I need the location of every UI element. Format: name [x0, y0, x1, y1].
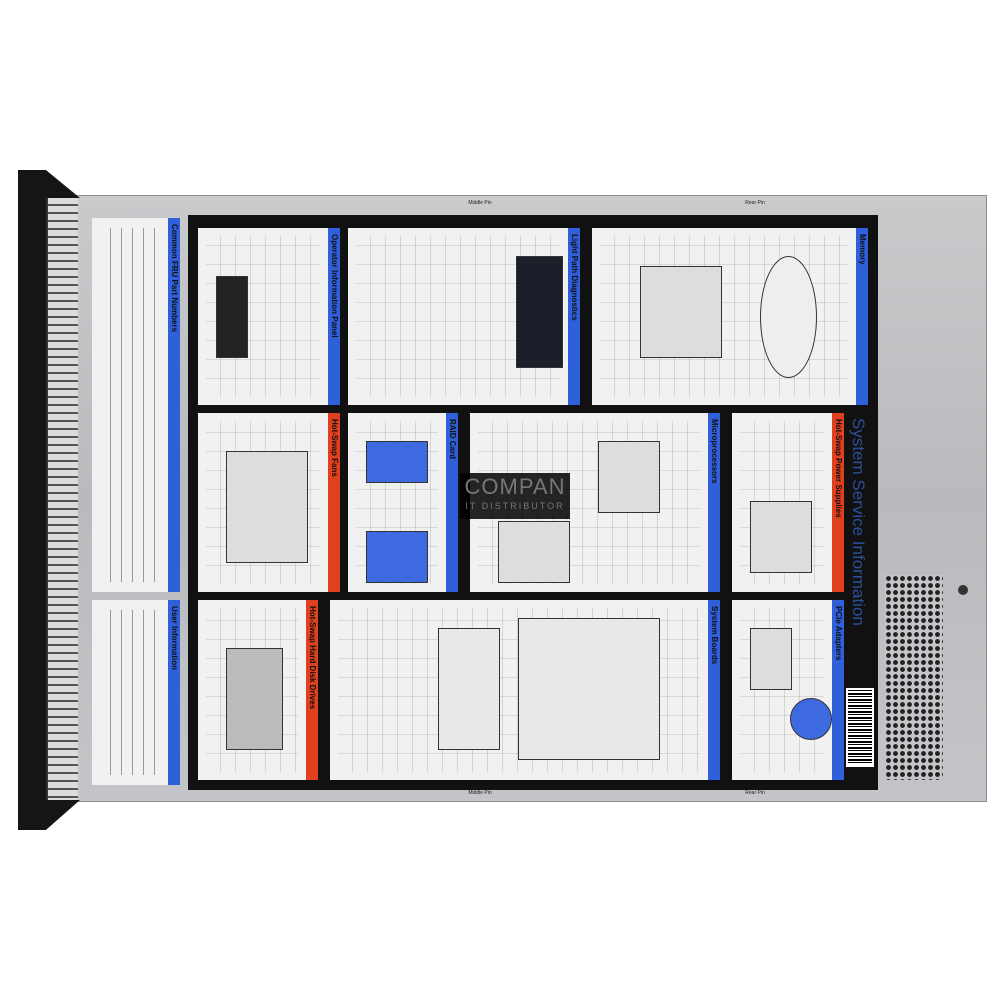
memory-diagram — [600, 236, 848, 397]
raid-diagram — [356, 421, 438, 584]
panel-title: RAID Card — [448, 419, 457, 460]
panel-title: Operator Information Panel — [330, 234, 339, 338]
panel-title: Common FRU Part Numbers — [170, 224, 179, 333]
panel-hdd: Hot-Swap Hard Disk Drives — [198, 600, 318, 780]
power-supplies-diagram — [740, 421, 824, 584]
panel-pcie: PCIe Adapters — [732, 600, 844, 780]
panel-stripe — [446, 413, 458, 592]
fru-table — [100, 228, 158, 582]
panel-user-information: User Information — [92, 600, 180, 785]
operator-panel-diagram — [206, 236, 320, 397]
panel-title: User Information — [170, 606, 179, 671]
pcie-diagram — [740, 608, 832, 772]
panel-stripe — [306, 600, 318, 780]
thumbscrew — [958, 585, 968, 595]
barcode — [846, 688, 874, 767]
panel-power-supplies: Hot-Swap Power Supplies — [732, 413, 844, 592]
service-label: Operator Information Panel Light Path Di… — [188, 215, 878, 790]
bezel-bottom-corner — [18, 800, 80, 830]
panel-title: System Boards — [710, 606, 719, 665]
middle-pin-label: Middle Pin — [468, 200, 492, 206]
system-boards-diagram — [338, 608, 700, 772]
panel-title: PCIe Adapters — [834, 606, 843, 661]
panel-stripe — [168, 600, 180, 785]
panel-stripe — [708, 600, 720, 780]
panel-light-path: Light Path Diagnostics — [348, 228, 580, 405]
panel-fru-part-numbers: Common FRU Part Numbers — [92, 218, 180, 592]
panel-title: Hot-Swap Power Supplies — [834, 419, 843, 518]
panel-microprocessors: Microprocessors — [470, 413, 720, 592]
panel-stripe — [328, 228, 340, 405]
rear-vent-grille — [885, 575, 943, 780]
panel-operator-information: Operator Information Panel — [198, 228, 340, 405]
front-bezel — [18, 170, 46, 830]
front-vent-strip — [46, 198, 78, 800]
panel-stripe — [856, 228, 868, 405]
panel-stripe — [568, 228, 580, 405]
watermark-line2: IT DISTRIBUTOR — [465, 501, 565, 511]
middle-pin-label-bottom: Middle Pin — [468, 790, 492, 796]
label-title: System Service Information — [849, 418, 868, 626]
fans-diagram — [206, 421, 320, 584]
panel-stripe — [708, 413, 720, 592]
user-info-lines — [100, 610, 158, 775]
panel-stripe — [328, 413, 340, 592]
panel-raid: RAID Card — [348, 413, 458, 592]
panel-title: Microprocessors — [710, 419, 719, 484]
panel-title: Light Path Diagnostics — [570, 234, 579, 321]
hdd-diagram — [206, 608, 298, 772]
panel-title: Hot-Swap Hard Disk Drives — [308, 606, 317, 710]
panel-stripe — [832, 413, 844, 592]
rear-pin-label: Rear Pin — [745, 200, 765, 206]
watermark: COMPAN IT DISTRIBUTOR — [460, 473, 570, 519]
rear-pin-label-bottom: Rear Pin — [745, 790, 765, 796]
light-path-diagram — [356, 236, 563, 397]
panel-title: Memory — [858, 234, 867, 265]
watermark-line1: COMPAN — [464, 474, 566, 499]
panel-system-boards: System Boards — [330, 600, 720, 780]
panel-stripe — [168, 218, 180, 592]
bezel-top-corner — [18, 170, 80, 198]
panel-fans: Hot-Swap Fans — [198, 413, 340, 592]
panel-memory: Memory — [592, 228, 868, 405]
panel-title: Hot-Swap Fans — [330, 419, 339, 477]
panel-stripe — [832, 600, 844, 780]
